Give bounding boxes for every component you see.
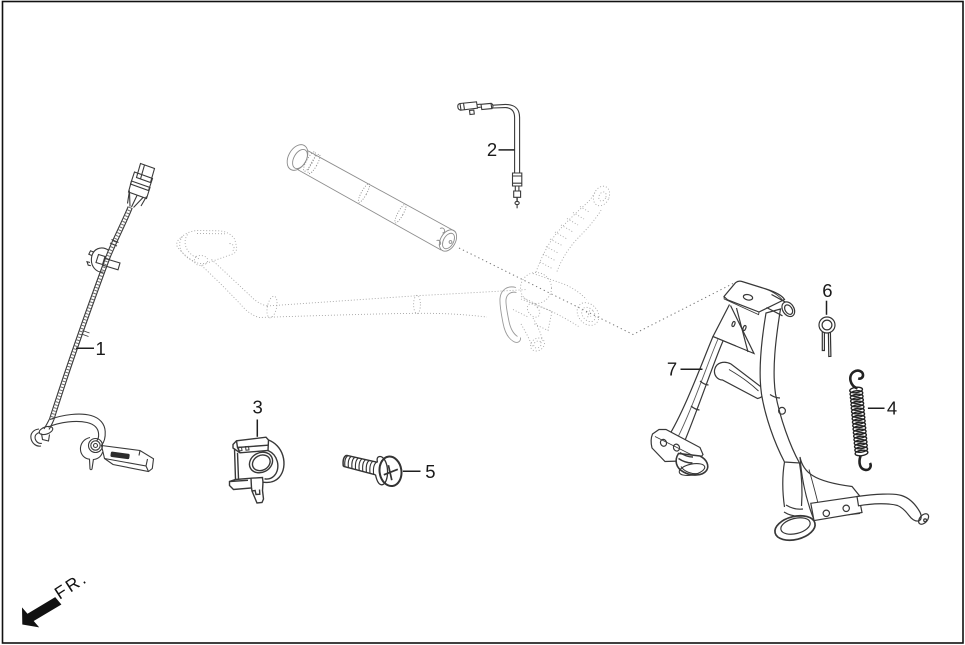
svg-text:7: 7 [667,358,677,379]
svg-text:1: 1 [95,338,105,359]
svg-text:6: 6 [822,280,832,301]
svg-text:4: 4 [887,398,897,419]
svg-text:2: 2 [487,139,497,160]
svg-text:3: 3 [252,396,262,417]
svg-text:5: 5 [425,461,435,482]
